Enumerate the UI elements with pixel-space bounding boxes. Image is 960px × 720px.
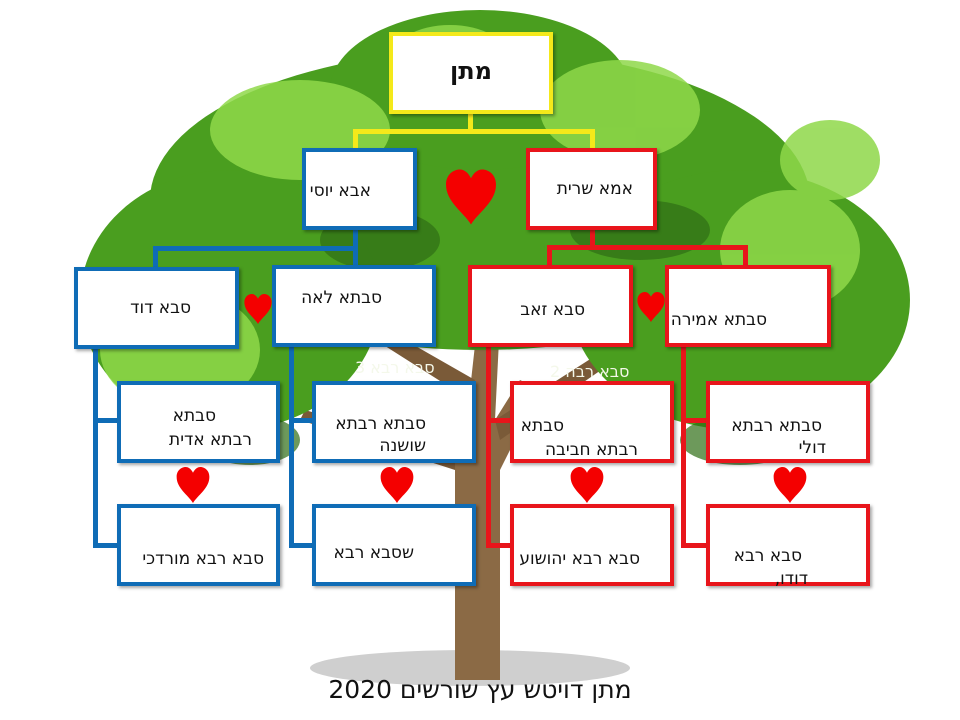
great-grandmother-edith-box[interactable]: סבתא רבתא אדית — [117, 381, 280, 463]
connector — [590, 229, 595, 249]
connector — [289, 418, 314, 423]
great-grandparent-name: סבתא רבתא — [335, 414, 426, 434]
great-grandparent-name: סבתא — [520, 416, 564, 436]
mother-name: אמא שרית — [556, 179, 633, 199]
great-grandfather-box[interactable]: שסבא רבא — [312, 504, 476, 586]
grandmother-leah-box[interactable]: סבתא לאה — [272, 265, 436, 347]
grandfather-zeev-box[interactable]: סבא זאב — [468, 265, 633, 347]
great-grandfather-yehoshua-box[interactable]: סבא רבא יהושוע — [510, 504, 674, 586]
connector — [353, 129, 358, 149]
great-grandparent-name: רבתא אדית — [169, 430, 252, 450]
great-grandparent-name: סבתא — [172, 406, 216, 426]
heart-icon — [244, 294, 272, 324]
connector — [468, 113, 473, 133]
root-name: מתן — [450, 57, 492, 85]
connector — [289, 346, 294, 548]
great-grandparent-name: סבא רבא מורדכי — [142, 549, 264, 569]
connector — [93, 418, 119, 423]
mother-box[interactable]: אמא שרית — [526, 148, 657, 230]
grandparent-name: סבא דוד — [130, 298, 191, 318]
grandfather-david-box[interactable]: סבא דוד — [74, 267, 239, 349]
connector — [153, 246, 158, 268]
connector — [547, 245, 747, 250]
father-name: אבא יוסי — [309, 181, 371, 201]
connector — [486, 418, 512, 423]
heart-icon — [570, 467, 604, 503]
great-grandparent-name: רבתא חביבה — [544, 440, 638, 460]
great-grandfather-dodo-box[interactable]: סבא רבא דודו, — [706, 504, 870, 589]
connector — [486, 543, 512, 548]
grandmother-amira-box[interactable]: סבתא אמירה — [665, 265, 831, 347]
heart-icon — [773, 467, 807, 503]
connector — [681, 418, 708, 423]
grandparent-name: סבתא לאה — [301, 288, 382, 308]
grandparent-name: סבא זאב — [520, 300, 585, 320]
heart-icon — [380, 467, 414, 503]
great-grandparent-name: שושנה — [379, 436, 426, 456]
great-grandparent-name: סבתא רבתא — [731, 416, 822, 436]
great-grandfather-mordechai-box[interactable]: סבא רבא מורדכי — [117, 504, 280, 586]
connector — [547, 245, 552, 267]
great-grandparent-name: סבא רבא — [733, 546, 802, 566]
connector — [93, 346, 98, 548]
connector — [353, 129, 595, 134]
great-grandparent-name: סבא רבא יהושוע — [519, 549, 640, 569]
great-grandparent-name: דודו, — [774, 569, 808, 589]
caption: מתן דויטש עץ שורשים 2020 — [328, 675, 632, 704]
great-grandmother-haviva-box[interactable]: סבתא רבתא חביבה — [510, 381, 674, 463]
grandparent-name: סבתא אמירה — [670, 310, 767, 330]
connector — [681, 345, 686, 548]
great-grandmother-shoshana-box[interactable]: סבתא רבתא שושנה — [312, 381, 476, 463]
connector — [289, 543, 314, 548]
connector — [743, 245, 748, 267]
connector — [486, 345, 491, 548]
heart-icon — [446, 169, 496, 225]
ghost-label: סבא רבא 3 — [355, 358, 435, 377]
connector — [590, 129, 595, 149]
great-grandmother-dolly-box[interactable]: סבתא רבתא דולי — [706, 381, 870, 463]
great-grandparent-name: דולי — [798, 438, 826, 458]
ghost-label: סבא רבה 2 — [550, 362, 630, 381]
connector — [681, 543, 708, 548]
connector — [93, 543, 119, 548]
great-grandparent-name: שסבא רבא — [333, 543, 414, 563]
heart-icon — [637, 292, 665, 322]
father-box[interactable]: אבא יוסי — [302, 148, 417, 230]
root-box[interactable]: מתן — [389, 32, 553, 114]
connector — [153, 246, 358, 251]
heart-icon — [176, 467, 210, 503]
